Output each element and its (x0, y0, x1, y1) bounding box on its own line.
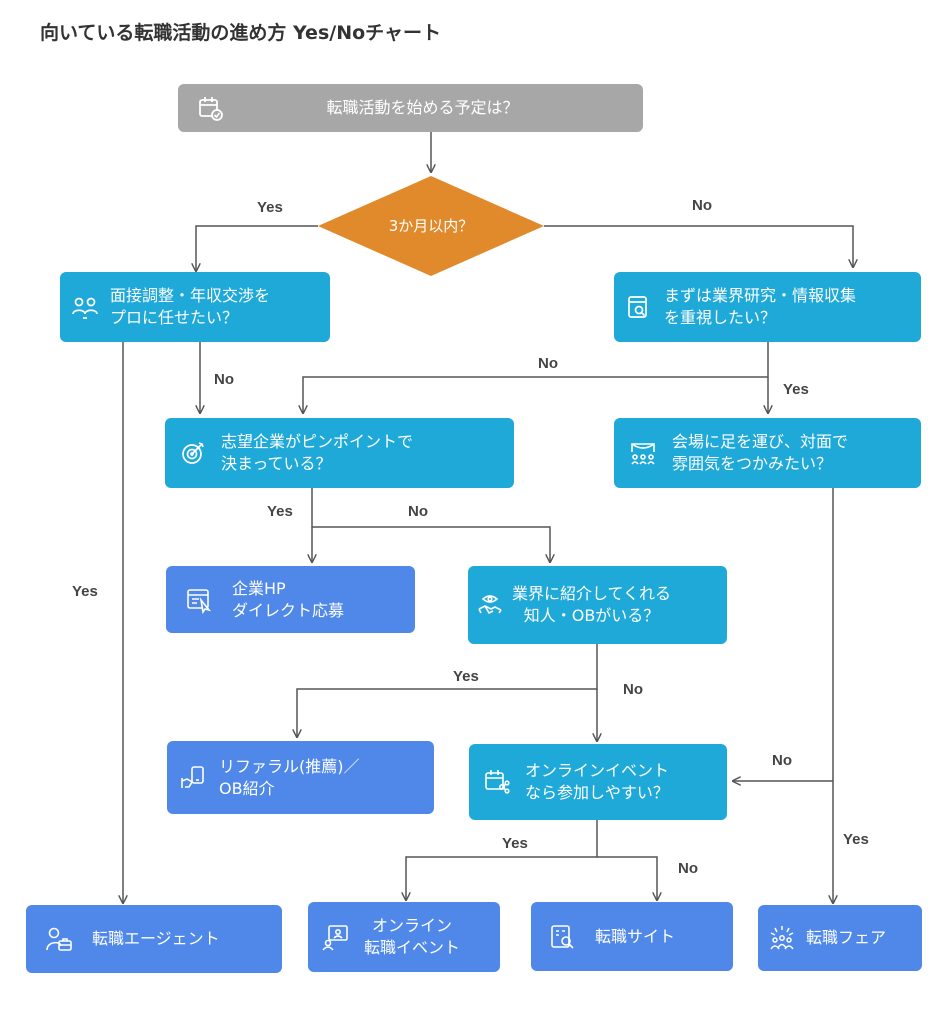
edge-label-venue-yes: Yes (843, 831, 869, 848)
question-pinpoint: 志望企業がピンポイントで 決まっている？ (165, 418, 514, 488)
edge-label-venue-no: No (772, 752, 792, 769)
handshake-eye-icon (468, 591, 512, 619)
edge-label-negotiate-yes: Yes (72, 583, 98, 600)
edge-label-referral-yes: Yes (453, 668, 479, 685)
question-pinpoint-text: 志望企業がピンポイントで 決まっている？ (221, 432, 414, 473)
start-text: 転職活動を始める予定は？ (326, 98, 519, 118)
question-online: オンラインイベント なら参加しやすい？ (469, 744, 727, 820)
edge-label-research-yes: Yes (783, 381, 809, 398)
calendar-check-icon (178, 94, 242, 122)
question-negotiate: 面接調整・年収交渉を プロに任せたい？ (60, 272, 330, 342)
result-online-event-text: オンライン 転職イベント (364, 916, 461, 957)
venue-audience-icon (614, 438, 672, 468)
edge-label-research-no: No (538, 355, 558, 372)
question-negotiate-text: 面接調整・年収交渉を プロに任せたい？ (110, 286, 271, 327)
question-online-text: オンラインイベント なら参加しやすい？ (525, 761, 670, 802)
question-referral-text: 業界に紹介してくれる 知人・OBがいる？ (512, 584, 672, 625)
edge-label-diamond-yes: Yes (257, 199, 283, 216)
result-direct-apply-text: 企業HP ダイレクト応募 (232, 578, 345, 620)
question-research: まずは業界研究・情報収集 を重視したい？ (614, 272, 921, 342)
result-fair: 転職フェア (758, 905, 922, 971)
question-referral: 業界に紹介してくれる 知人・OBがいる？ (468, 566, 727, 644)
agent-briefcase-icon (26, 924, 92, 954)
edge-label-pinpoint-yes: Yes (267, 503, 293, 520)
result-fair-text: 転職フェア (806, 928, 887, 948)
question-research-text: まずは業界研究・情報収集 を重視したい？ (664, 286, 857, 327)
connector-pinpoint-no (311, 488, 550, 562)
handshake-phone-icon (167, 764, 219, 792)
result-direct-apply: 企業HP ダイレクト応募 (166, 566, 415, 633)
website-cursor-icon (166, 586, 232, 614)
edge-label-online-no: No (678, 860, 698, 877)
document-search-icon (614, 293, 664, 321)
search-list-icon (531, 923, 595, 951)
edge-label-online-yes: Yes (502, 835, 528, 852)
connector-online-yes (406, 820, 598, 900)
decision-3months: 3か月以内？ (388, 216, 474, 235)
edge-label-referral-no: No (623, 681, 643, 698)
start-node: 転職活動を始める予定は？ (178, 84, 643, 132)
page-title: 向いている転職活動の進め方 Yes/Noチャート (40, 22, 441, 44)
calendar-network-icon (469, 768, 525, 796)
connector-research-no (303, 342, 769, 413)
target-icon (165, 439, 221, 467)
result-online-event: オンライン 転職イベント (308, 902, 500, 972)
result-agent-text: 転職エージェント (92, 929, 220, 949)
decision-diamond (318, 176, 544, 276)
people-negotiation-icon (60, 292, 110, 322)
edge-label-diamond-no: No (692, 197, 712, 214)
question-venue: 会場に足を運び、対面で 雰囲気をつかみたい？ (614, 418, 921, 488)
result-referral: リファラル(推薦)／ OB紹介 (167, 741, 434, 814)
result-agent: 転職エージェント (26, 905, 282, 973)
connector-online-no (597, 856, 657, 900)
result-site-text: 転職サイト (595, 926, 676, 946)
connector-diamond-no (544, 225, 853, 267)
edge-label-negotiate-no: No (214, 371, 234, 388)
question-venue-text: 会場に足を運び、対面で 雰囲気をつかみたい？ (672, 432, 849, 473)
result-site: 転職サイト (531, 902, 733, 971)
edge-label-pinpoint-no: No (408, 503, 428, 520)
online-presentation-icon (308, 922, 364, 952)
connector-referral-yes (297, 644, 598, 737)
crowd-celebration-icon (758, 923, 806, 953)
connector-diamond-yes (196, 225, 318, 271)
result-referral-text: リファラル(推薦)／ OB紹介 (219, 756, 360, 798)
